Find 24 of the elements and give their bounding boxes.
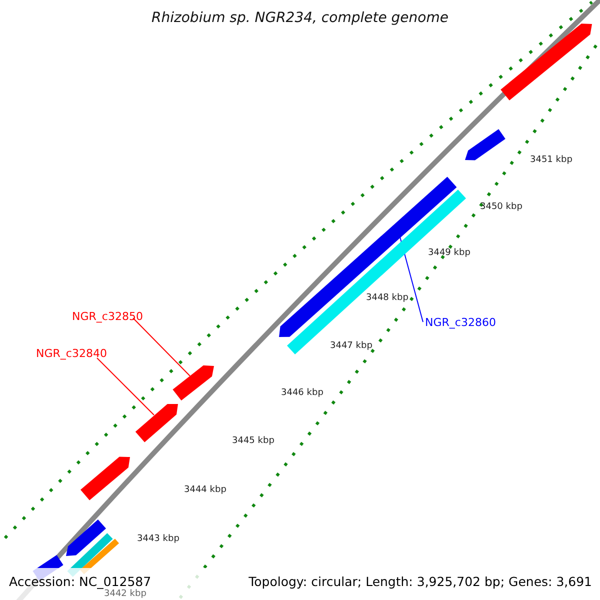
scale-label: 3445 kbp: [232, 436, 274, 446]
scale-label: 3449 kbp: [428, 248, 470, 258]
scale-label: 3448 kbp: [366, 293, 408, 303]
leader-line: [132, 318, 190, 376]
scale-label: 3442 kbp: [104, 589, 146, 599]
genome-info-text: Topology: circular; Length: 3,925,702 bp; Genes: 3,691: [248, 574, 592, 589]
gene-label: NGR_c32860: [425, 316, 496, 329]
scale-label: 3450 kbp: [480, 202, 522, 212]
gene-feature: [500, 24, 592, 100]
leader-line: [96, 358, 154, 416]
gene-feature: [80, 456, 130, 500]
scale-label: 3447 kbp: [330, 341, 372, 351]
gene-feature: [135, 404, 178, 442]
scale-label: 3443 kbp: [137, 534, 180, 544]
gene-label: NGR_c32840: [36, 347, 107, 360]
scale-label: 3451 kbp: [530, 155, 572, 165]
accession-text: Accession: NC_012587: [9, 574, 152, 589]
scale-label: 3446 kbp: [281, 388, 324, 398]
gene-feature: [172, 365, 214, 400]
title: Rhizobium sp. NGR234, complete genome: [150, 10, 450, 26]
scale-label: 3444 kbp: [184, 485, 226, 495]
gene-feature: [66, 520, 106, 556]
gene-feature: [465, 129, 506, 160]
gene-label: NGR_c32850: [72, 310, 143, 323]
